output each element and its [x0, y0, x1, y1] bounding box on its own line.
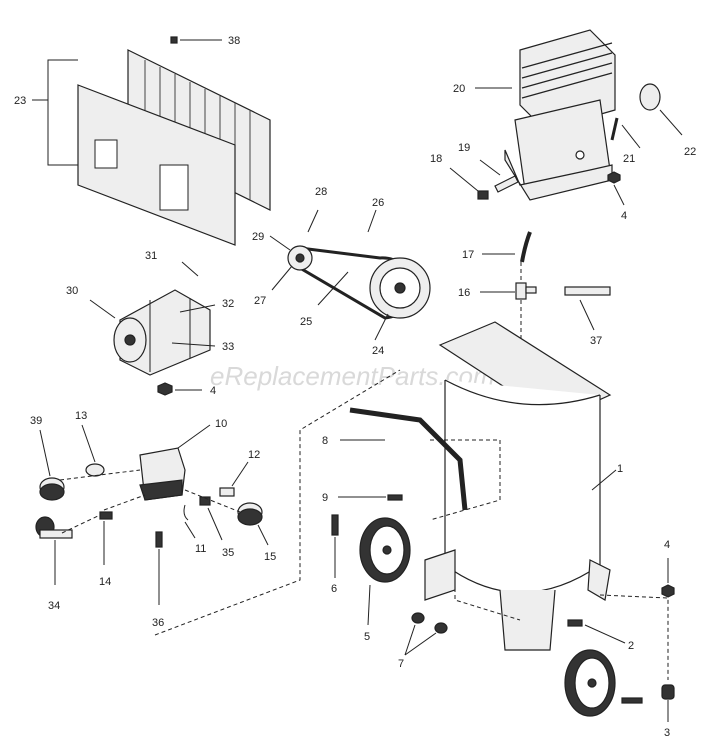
callout-28: 28 — [315, 186, 327, 198]
callout-5: 5 — [364, 631, 370, 643]
fitting-18 — [477, 190, 489, 200]
callout-12: 12 — [248, 449, 260, 461]
callout-32: 32 — [222, 298, 234, 310]
bolt-21 — [610, 117, 619, 141]
belt-guard — [77, 49, 271, 246]
air-tank — [424, 321, 612, 651]
gauge-39 — [39, 477, 65, 501]
fitting-35 — [199, 496, 211, 506]
pump-assembly — [504, 29, 616, 201]
leader-23 — [47, 59, 78, 166]
callout-7: 7 — [398, 658, 404, 670]
gauge-15 — [237, 502, 263, 526]
callout-6: 6 — [331, 583, 337, 595]
wheel-5 — [359, 517, 411, 583]
callout-19: 19 — [458, 142, 470, 154]
foot-7b — [434, 622, 448, 634]
foot-3 — [661, 684, 675, 700]
foot-7a — [411, 612, 425, 624]
callout-24: 24 — [372, 345, 384, 357]
axle-bolt — [621, 697, 643, 704]
callout-39: 39 — [30, 415, 42, 427]
wheel-rear — [564, 649, 616, 717]
callout-3: 3 — [664, 727, 670, 739]
bolt-2 — [567, 619, 583, 627]
tube-11 — [183, 504, 189, 521]
callout-35: 35 — [222, 547, 234, 559]
nut-4-motor — [157, 382, 173, 396]
callout-31: 31 — [145, 250, 157, 262]
callout-29: 29 — [252, 231, 264, 243]
breather-cap-22 — [639, 83, 661, 111]
nipple-19 — [494, 175, 519, 193]
callout-15: 15 — [264, 551, 276, 563]
callout-9: 9 — [322, 492, 328, 504]
fitting-36 — [155, 531, 163, 548]
callout-16: 16 — [458, 287, 470, 299]
callout-20: 20 — [453, 83, 465, 95]
callout-13: 13 — [75, 410, 87, 422]
callout-14: 14 — [99, 576, 111, 588]
check-valve-16 — [515, 282, 527, 300]
pressure-switch — [139, 447, 186, 501]
callout-4a: 4 — [621, 210, 627, 222]
callout-4c: 4 — [664, 539, 670, 551]
callout-33: 33 — [222, 341, 234, 353]
nut-4-right — [661, 584, 675, 598]
screw-38 — [170, 36, 178, 44]
nut-4-pump — [607, 171, 621, 184]
callout-34: 34 — [48, 600, 60, 612]
belt-drive — [287, 245, 431, 320]
callout-10: 10 — [215, 418, 227, 430]
bolt-6 — [331, 514, 339, 536]
callout-1: 1 — [617, 463, 623, 475]
bolt-9 — [387, 494, 403, 501]
callout-22: 22 — [684, 146, 696, 158]
callout-8: 8 — [322, 435, 328, 447]
callout-26: 26 — [372, 197, 384, 209]
callout-30: 30 — [66, 285, 78, 297]
callout-17: 17 — [462, 249, 474, 261]
motor — [113, 289, 211, 376]
callout-36: 36 — [152, 617, 164, 629]
callout-38: 38 — [228, 35, 240, 47]
callout-11: 11 — [195, 543, 206, 555]
callout-18: 18 — [430, 153, 442, 165]
callout-2: 2 — [628, 640, 634, 652]
valve-34 — [35, 516, 73, 539]
callout-21: 21 — [623, 153, 635, 165]
fitting-12 — [219, 487, 235, 497]
tube-37 — [564, 286, 611, 296]
fitting-14 — [99, 511, 113, 520]
tube-17 — [520, 231, 532, 263]
fitting-13 — [85, 463, 105, 477]
callout-4b: 4 — [210, 385, 216, 397]
callout-23: 23 — [14, 95, 26, 107]
callout-25: 25 — [300, 316, 312, 328]
callout-37: 37 — [590, 335, 602, 347]
callout-27: 27 — [254, 295, 266, 307]
